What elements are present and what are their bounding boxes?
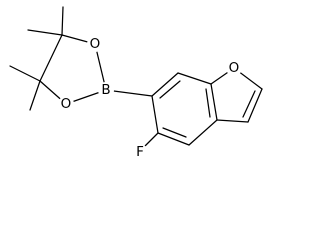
bond-c3-c3a [216,119,249,123]
molecule-structure-diagram: O B O O F [9,6,263,160]
atom-o-upper: O [87,36,103,52]
bond-c2-methyl-left [9,65,41,82]
atom-o-lower: O [58,96,74,112]
bond-c2-c3 [247,88,263,123]
bond-lines [9,6,263,149]
atom-fluorine: F [132,144,148,160]
bond-c5-c6 [151,95,159,134]
o-lower-label: O [61,96,72,112]
atom-boron: B [98,82,114,98]
double-bond-c7a-c3a [205,88,211,118]
bond-c2-c1 [39,34,63,82]
fluorine-label: F [136,144,144,160]
bond-c4-c5 [157,132,190,146]
double-bond-c6-c7 [159,80,181,99]
bond-c6-c7 [151,72,179,97]
boron-label: B [101,82,110,98]
o-furan-label: O [229,60,240,76]
bond-c2-methyl-bottom [29,80,41,111]
bond-c3a-c4 [188,119,218,146]
atom-labels: O B O O F [58,36,242,160]
bond-c5-f [142,132,159,149]
double-bond-c4-c5 [162,127,187,138]
bond-c1-methyl-top [61,6,64,36]
bond-c1-methyl-left [27,29,63,36]
double-bond-c2-c3 [242,90,256,118]
atom-o-furan: O [226,60,242,76]
bond-c7-c7a [177,72,212,85]
bond-c7a-c3a [210,83,218,121]
o-upper-label: O [90,36,101,52]
